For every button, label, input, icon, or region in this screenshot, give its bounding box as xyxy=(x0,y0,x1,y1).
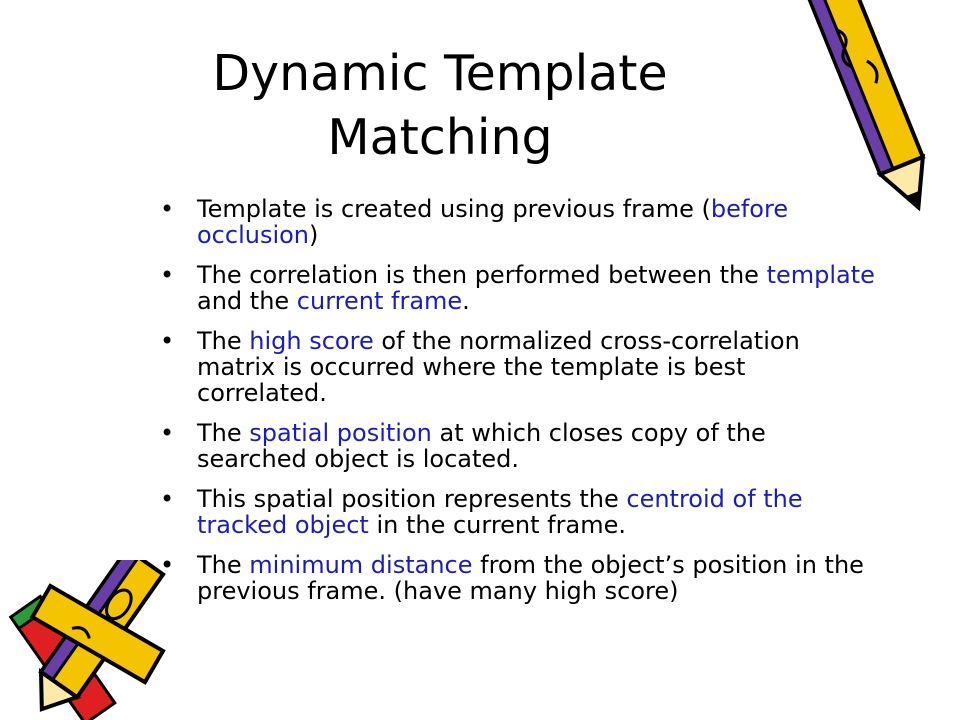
bullet-item: The correlation is then performed betwee… xyxy=(160,262,880,314)
pencil-icon-top-right xyxy=(806,0,926,212)
bullet-item: Template is created using previous frame… xyxy=(160,196,880,248)
bullet-item: The minimum distance from the object’s p… xyxy=(160,552,880,604)
title-line-2: Matching xyxy=(327,109,553,166)
bullet-item: The spatial position at which closes cop… xyxy=(160,420,880,472)
title-line-1: Dynamic Template xyxy=(212,45,668,102)
bullet-list: Template is created using previous frame… xyxy=(160,196,880,618)
bullet-item: The high score of the normalized cross-c… xyxy=(160,328,880,406)
slide-title: Dynamic Template Matching xyxy=(170,42,710,170)
pencil-icon-bottom-left xyxy=(8,560,166,720)
bullet-item: This spatial position represents the cen… xyxy=(160,486,880,538)
